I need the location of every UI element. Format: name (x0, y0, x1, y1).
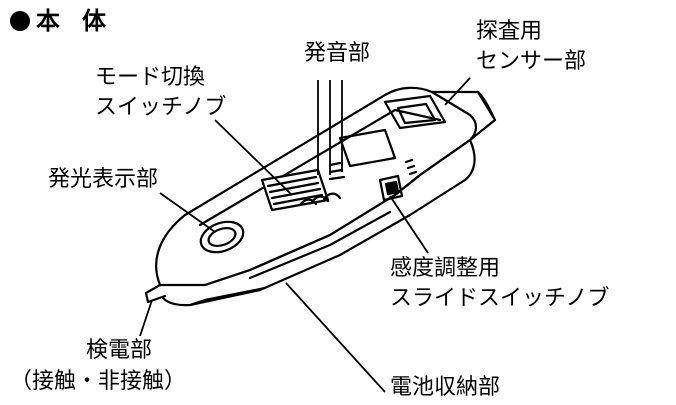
label-sounder: 発音部 (304, 41, 371, 66)
label-sensitivity-line2: スライドスイッチノブ (390, 286, 610, 311)
display-panel (338, 128, 397, 168)
leader-mode-switch (214, 119, 293, 196)
leader-electrode (139, 299, 153, 337)
label-mode-switch-line2: スイッチノブ (95, 95, 227, 120)
electrode-tip (144, 283, 167, 304)
sensitivity-slide-switch (378, 174, 404, 202)
label-sensitivity-line1: 感度調整用 (390, 256, 501, 281)
heading-char-2: 体 (82, 7, 106, 35)
heading-char-1: 本 (36, 7, 60, 35)
leader-sensitivity (389, 195, 429, 254)
label-led: 発光表示部 (48, 167, 159, 192)
device-body-side (158, 138, 476, 307)
leader-sensor (444, 77, 471, 106)
label-sensor-line2: センサー部 (476, 49, 587, 74)
battery-cover (248, 210, 392, 280)
label-sensor-line1: 探査用 (476, 19, 543, 44)
leader-led (159, 192, 216, 233)
led-lens (199, 220, 245, 254)
label-battery: 電池収納部 (390, 375, 501, 400)
bullet-icon (10, 11, 30, 31)
leader-battery (285, 282, 386, 393)
mode-switch-knob (298, 192, 342, 207)
label-mode-switch-line1: モード切換 (95, 65, 206, 90)
sensor-window (383, 94, 447, 130)
label-electrode-line1: 検電部 (86, 338, 153, 363)
section-heading: 本体 (10, 6, 106, 36)
label-electrode-line2: （接触・非接触） (10, 369, 187, 394)
